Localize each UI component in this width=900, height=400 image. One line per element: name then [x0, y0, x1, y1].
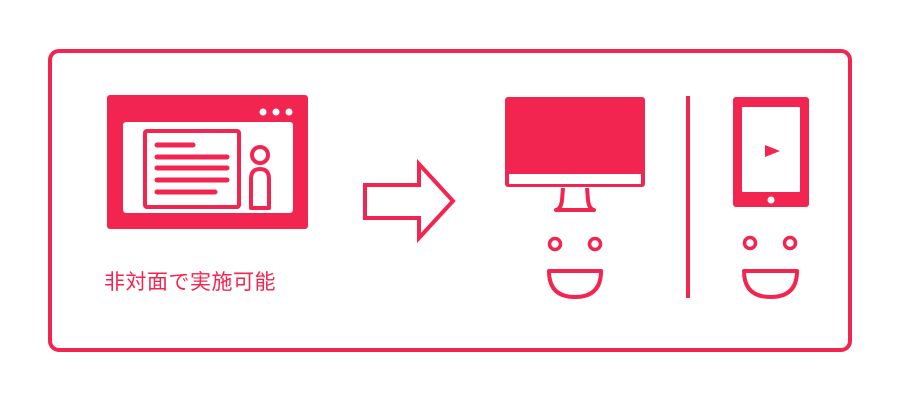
monitor-icon — [505, 97, 645, 212]
window-dot-icon — [259, 108, 267, 116]
right-arrow-icon — [363, 158, 456, 244]
caption-remote-available: 非対面で実施可能 — [104, 270, 276, 294]
window-dot-icon — [285, 108, 293, 116]
outer-frame — [48, 49, 852, 352]
smiley-face-icon — [547, 236, 603, 299]
document-icon — [143, 129, 241, 209]
smiley-face-icon — [742, 235, 799, 299]
home-button-icon — [767, 196, 775, 204]
tablet-icon — [733, 97, 809, 207]
window-dot-icon — [272, 108, 280, 116]
browser-window-icon — [107, 95, 308, 229]
vertical-divider — [686, 96, 690, 298]
person-icon — [249, 145, 271, 210]
play-icon — [765, 145, 780, 157]
